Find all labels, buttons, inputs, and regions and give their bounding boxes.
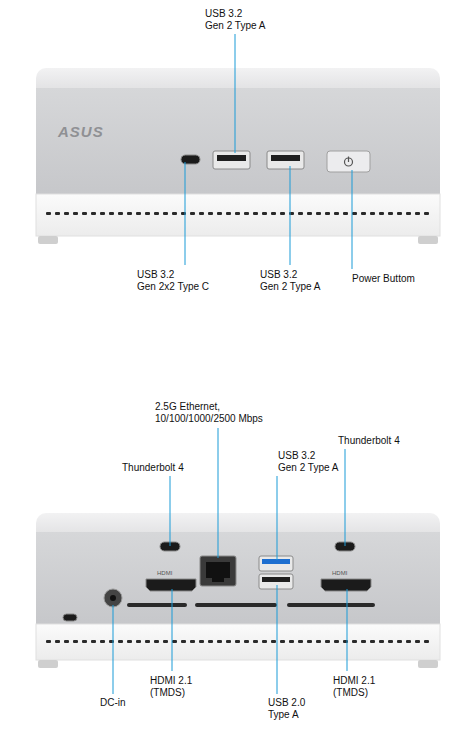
callout-label: HDMI 2.1 (TMDS) bbox=[150, 675, 192, 699]
port-marking: HDMI bbox=[332, 570, 347, 577]
front-view bbox=[36, 68, 440, 244]
callout-label: USB 2.0 Type A bbox=[268, 697, 305, 721]
callout-label: USB 3.2 Gen 2 Type A bbox=[260, 269, 320, 293]
rear-view bbox=[36, 513, 440, 668]
callout-label: USB 3.2 Gen 2 Type A bbox=[205, 8, 265, 32]
callout-label: Power Buttom bbox=[352, 273, 415, 285]
callout-label: 2.5G Ethernet, 10/100/1000/2500 Mbps bbox=[155, 401, 263, 425]
callout-label: DC-in bbox=[100, 697, 126, 709]
brand-logo: ASUS bbox=[58, 124, 104, 140]
port-marking: HDMI bbox=[157, 570, 172, 577]
callout-label: USB 3.2 Gen 2 Type A bbox=[278, 450, 338, 474]
callout-label: Thunderbolt 4 bbox=[122, 462, 184, 474]
callout-label: Thunderbolt 4 bbox=[338, 435, 400, 447]
leader-lines bbox=[113, 34, 352, 694]
callout-label: HDMI 2.1 (TMDS) bbox=[333, 675, 375, 699]
callout-label: USB 3.2 Gen 2x2 Type C bbox=[137, 269, 209, 293]
